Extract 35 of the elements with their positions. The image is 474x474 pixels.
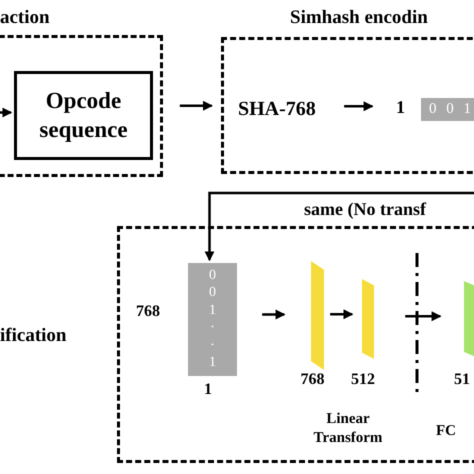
dimension-value: 768 [300, 372, 324, 388]
dimension-value: 1 [204, 382, 212, 398]
arrow [344, 101, 374, 112]
dimension-value: 1 [396, 98, 405, 116]
arrow [204, 192, 474, 262]
dimension-value: 768 [136, 304, 160, 320]
layer-caption: Linear Transform [312, 410, 384, 448]
edge-label: same (No transf [302, 200, 428, 218]
layer-shape [464, 281, 474, 358]
hash-vector [188, 263, 237, 376]
dimension-value: 512 [351, 372, 375, 388]
layer-caption: FC [436, 422, 456, 441]
section-title: ification [0, 326, 66, 345]
process-box: Opcode sequence [14, 71, 153, 160]
arrow [0, 108, 12, 118]
dimension-value: 51 [454, 372, 470, 388]
layer-shape [311, 261, 324, 370]
dashed-group-box [117, 226, 474, 463]
arrow [180, 100, 213, 111]
hash-vector: 0 0 1 [421, 98, 474, 121]
section-title: Simhash encodin [290, 8, 428, 27]
dashed-group-box [221, 37, 474, 174]
section-title: action [0, 8, 50, 27]
arrow [262, 310, 286, 320]
layer-shape [362, 279, 374, 359]
dashed-group-box [0, 35, 163, 177]
vector-value: 0 [209, 268, 216, 283]
process-label: SHA-768 [238, 95, 338, 123]
vector-value: · [210, 321, 215, 336]
arrow [330, 309, 354, 320]
vector-value: · [210, 338, 215, 353]
vector-value: 0 [209, 286, 216, 300]
vector-value: 1 [209, 304, 216, 318]
arrow [405, 311, 442, 322]
vector-value: 1 [209, 356, 216, 370]
